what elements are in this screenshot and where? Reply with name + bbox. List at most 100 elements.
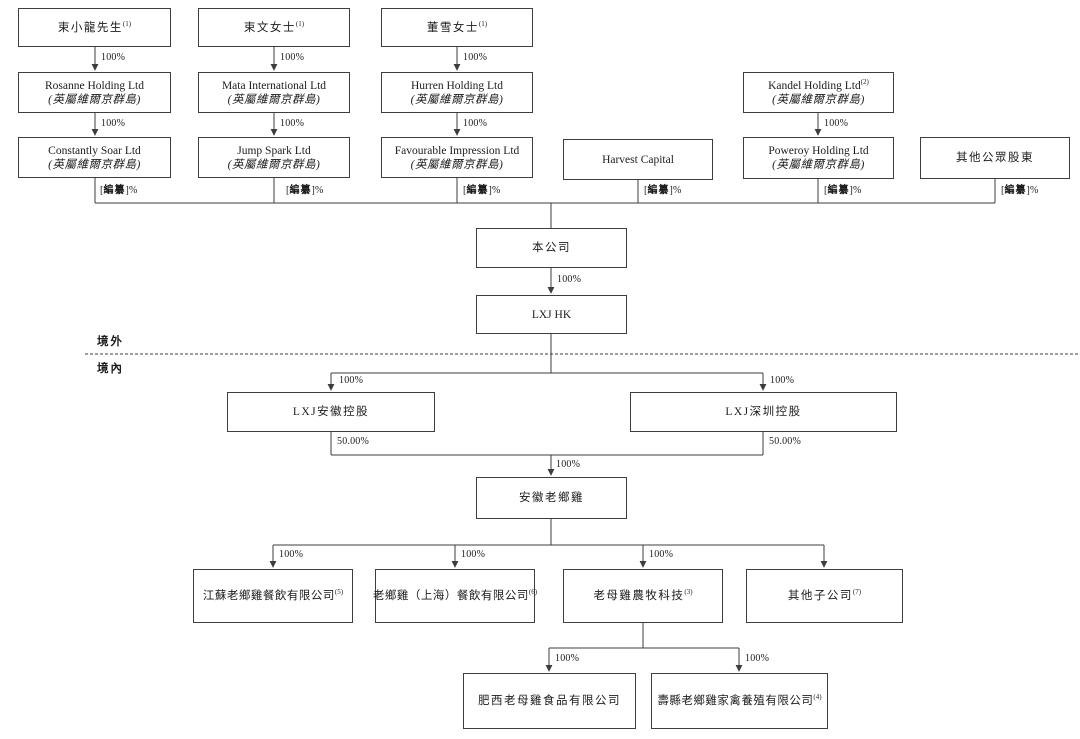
- bracket: ]%: [125, 185, 138, 196]
- ownership-label-redacted: [編纂]%: [1001, 185, 1039, 196]
- entity-box-other-subsidiaries: 其他子公司(7): [746, 569, 903, 623]
- ownership-label: 100%: [463, 118, 488, 129]
- ownership-label: 100%: [557, 274, 582, 285]
- entity-jurisdiction: (英屬維爾京群島): [227, 93, 321, 106]
- redacted-text: 編纂: [466, 185, 489, 196]
- entity-jurisdiction: (英屬維爾京群島): [772, 93, 865, 106]
- ownership-label: 100%: [280, 118, 305, 129]
- ownership-label: 100%: [461, 549, 486, 560]
- footnote-ref: (4): [813, 693, 822, 701]
- entity-name: Jump Spark Ltd: [237, 144, 311, 157]
- entity-jurisdiction: (英屬維爾京群島): [410, 158, 504, 171]
- ownership-label-redacted: [編纂]%: [463, 185, 501, 196]
- entity-jurisdiction: (英屬維爾京群島): [410, 93, 504, 106]
- bracket: [: [824, 185, 828, 196]
- ownership-label: 100%: [280, 52, 305, 63]
- footnote-ref: (5): [334, 588, 344, 596]
- entity-box-harvest-capital: Harvest Capital: [563, 139, 713, 180]
- ownership-label-redacted: [編纂]%: [100, 185, 138, 196]
- entity-box-favourable-impression: Favourable Impression Ltd (英屬維爾京群島): [381, 137, 533, 178]
- entity-box-company: 本公司: [476, 228, 627, 268]
- entity-box-feixi-laomuji-food: 肥西老母雞食品有限公司: [463, 673, 636, 729]
- bracket: [: [286, 185, 290, 196]
- entity-name: Constantly Soar Ltd: [48, 144, 141, 157]
- entity-name: 束文女士: [243, 21, 296, 34]
- ownership-label: 100%: [555, 653, 580, 664]
- ownership-label: 100%: [101, 118, 126, 129]
- bracket: ]%: [849, 185, 862, 196]
- ownership-label: 100%: [101, 52, 126, 63]
- bracket: ]%: [1026, 185, 1039, 196]
- entity-box-shanghai-lxj: 老鄉雞（上海）餐飲有限公司(6): [372, 569, 538, 623]
- entity-box-lxj-shenzhen: LXJ深圳控股: [630, 392, 897, 432]
- ownership-label: 100%: [824, 118, 849, 129]
- entity-box-dong-xue: 董雪女士(1): [381, 8, 533, 47]
- redacted-text: 編纂: [1004, 185, 1027, 196]
- ownership-label-redacted: [編纂]%: [644, 185, 682, 196]
- redacted-text: 編纂: [103, 185, 126, 196]
- bracket: ]%: [311, 185, 324, 196]
- ownership-label: 100%: [463, 52, 488, 63]
- footnote-ref: (6): [528, 588, 538, 596]
- entity-name: Mata International Ltd: [221, 79, 327, 92]
- entity-box-jump-spark: Jump Spark Ltd (英屬維爾京群島): [198, 137, 350, 178]
- footnote-ref: (3): [684, 588, 693, 596]
- entity-name: 老鄉雞（上海）餐飲有限公司: [372, 590, 529, 602]
- bracket: [: [644, 185, 648, 196]
- entity-name: 肥西老母雞食品有限公司: [478, 695, 621, 707]
- ownership-label-50pct: 50.00%: [337, 436, 370, 447]
- entity-jurisdiction: (英屬維爾京群島): [48, 158, 141, 171]
- bracket: ]%: [488, 185, 501, 196]
- entity-name: 江蘇老鄉雞餐飲有限公司: [202, 590, 335, 602]
- ownership-label: 100%: [556, 459, 581, 470]
- redacted-text: 編纂: [647, 185, 670, 196]
- region-label-offshore: 境外: [97, 336, 124, 348]
- entity-box-shu-xiaolong: 束小龍先生(1): [18, 8, 171, 47]
- entity-name: 其他公眾股東: [956, 152, 1034, 164]
- entity-name: LXJ深圳控股: [725, 406, 802, 418]
- entity-name: Hurren Holding Ltd: [411, 79, 503, 92]
- footnote-ref: (1): [122, 19, 132, 28]
- footnote-ref: (2): [860, 77, 869, 86]
- entity-name: Rosanne Holding Ltd: [44, 79, 145, 92]
- entity-name: Poweroy Holding Ltd: [768, 145, 869, 157]
- entity-name: 安徽老鄉雞: [519, 492, 584, 504]
- entity-box-lxj-anhui: LXJ安徽控股: [227, 392, 435, 432]
- bracket: [: [1001, 185, 1005, 196]
- entity-box-laomuji-agri-tech: 老母雞農牧科技(3): [563, 569, 723, 623]
- redacted-text: 編纂: [827, 185, 850, 196]
- entity-name: 壽縣老鄉雞家禽養殖有限公司: [657, 695, 814, 707]
- entity-name: LXJ安徽控股: [292, 406, 370, 418]
- ownership-label-redacted: [編纂]%: [824, 185, 862, 196]
- entity-name: 老母雞農牧科技: [593, 590, 685, 602]
- entity-box-kandel-holding: Kandel Holding Ltd(2) (英屬維爾京群島): [743, 72, 894, 113]
- bracket: ]%: [669, 185, 682, 196]
- entity-box-shouxian-lxj-poultry: 壽縣老鄉雞家禽養殖有限公司(4): [651, 673, 828, 729]
- entity-box-jiangsu-lxj: 江蘇老鄉雞餐飲有限公司(5): [193, 569, 353, 623]
- entity-box-shu-wen: 束文女士(1): [198, 8, 350, 47]
- ownership-label-50pct: 50.00%: [769, 436, 802, 447]
- footnote-ref: (1): [478, 19, 488, 28]
- bracket: [: [463, 185, 467, 196]
- entity-box-mata-international: Mata International Ltd (英屬維爾京群島): [198, 72, 350, 113]
- entity-jurisdiction: (英屬維爾京群島): [227, 158, 321, 171]
- entity-box-anhui-lxj: 安徽老鄉雞: [476, 477, 627, 519]
- ownership-label: 100%: [649, 549, 674, 560]
- ownership-label: 100%: [770, 375, 795, 386]
- entity-box-other-public-shareholders: 其他公眾股東: [920, 137, 1070, 179]
- footnote-ref: (1): [295, 19, 305, 28]
- entity-box-rosanne-holding: Rosanne Holding Ltd (英屬維爾京群島): [18, 72, 171, 113]
- entity-name: LXJ HK: [531, 308, 572, 321]
- bracket: [: [100, 185, 104, 196]
- ownership-label: 100%: [339, 375, 364, 386]
- entity-jurisdiction: (英屬維爾京群島): [772, 159, 865, 171]
- entity-box-constantly-soar: Constantly Soar Ltd (英屬維爾京群島): [18, 137, 171, 178]
- ownership-label-redacted: [編纂]%: [286, 185, 324, 196]
- entity-box-hurren-holding: Hurren Holding Ltd (英屬維爾京群島): [381, 72, 533, 113]
- region-label-onshore: 境內: [97, 363, 124, 375]
- entity-name: Harvest Capital: [602, 153, 674, 166]
- entity-name: 董雪女士: [426, 21, 479, 34]
- footnote-ref: (7): [852, 588, 862, 596]
